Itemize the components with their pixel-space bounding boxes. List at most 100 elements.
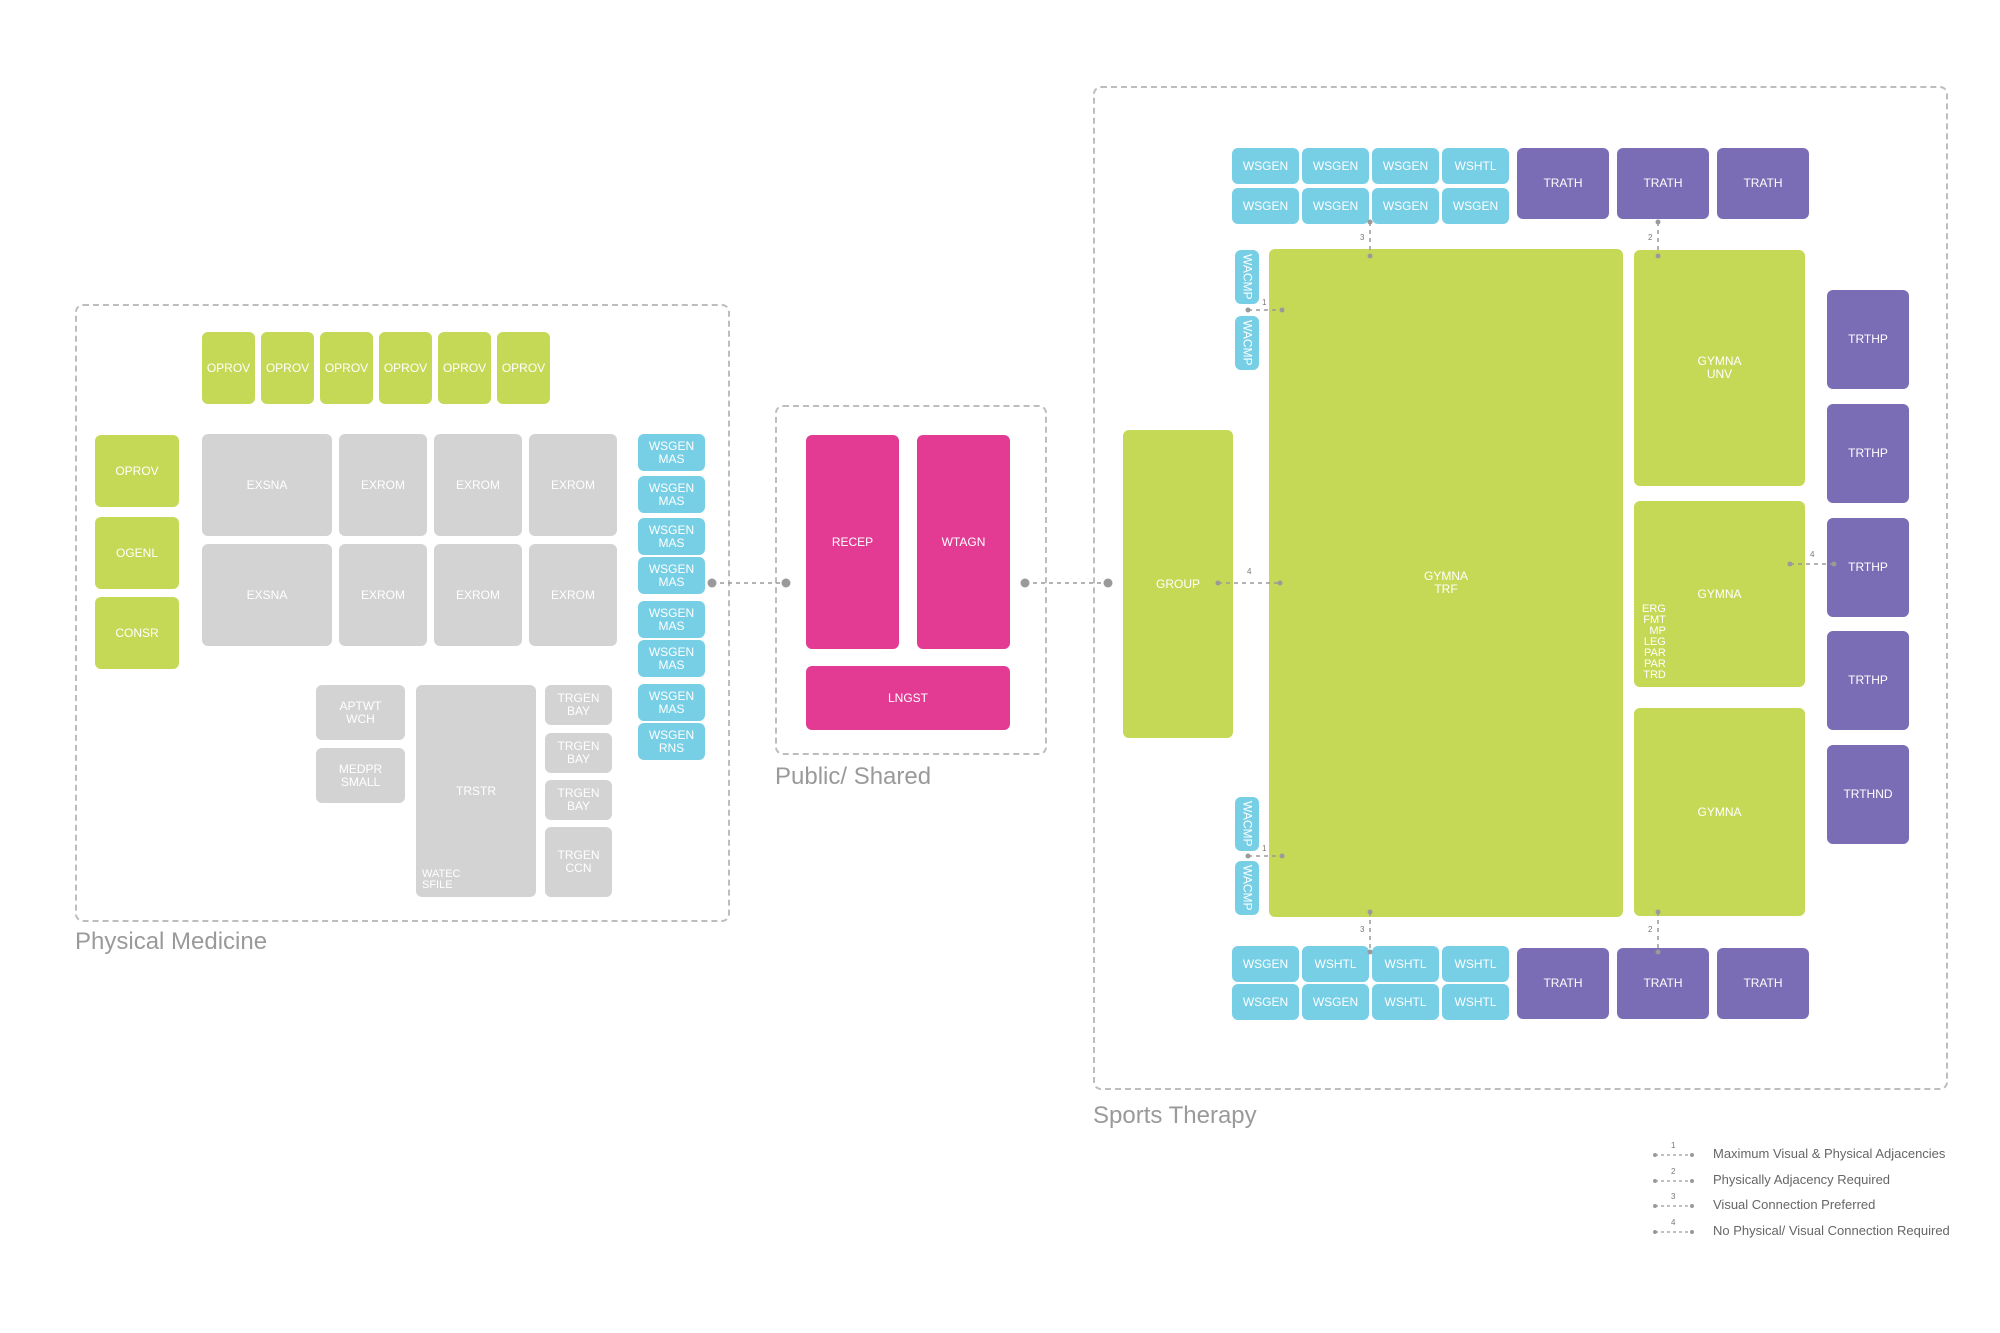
legend-number: 1 [1671,1141,1676,1150]
room-trthp[interactable]: TRTHP [1827,518,1909,617]
zone-label-sports-therapy: Sports Therapy [1093,1102,1257,1129]
room-oprov[interactable]: OPROV [320,332,373,404]
room-wsgen[interactable]: WSGEN [1232,984,1299,1020]
room-wshtl[interactable]: WSHTL [1442,148,1509,184]
room-gymna-trf[interactable]: GYMNA TRF [1269,249,1623,917]
room-wsgen[interactable]: WSGEN [1232,148,1299,184]
link-node [1655,949,1661,955]
legend-number: 2 [1671,1167,1676,1176]
room-wacmp[interactable]: WACMP [1235,316,1259,370]
room-wshtl[interactable]: WSHTL [1372,984,1439,1020]
room-wsgen[interactable]: WSGEN [1302,148,1369,184]
room-exrom[interactable]: EXROM [339,544,427,646]
room-oprov[interactable]: OPROV [379,332,432,404]
room-wsgen-mas[interactable]: WSGEN MAS [638,601,705,638]
room-medpr[interactable]: MEDPR SMALL [316,748,405,803]
link-node [1655,253,1661,259]
room-wsgen-mas[interactable]: WSGEN MAS [638,434,705,471]
room-ogenl[interactable]: OGENL [95,517,179,589]
room-trath[interactable]: TRATH [1617,948,1709,1019]
link-node [1367,219,1373,225]
legend-number: 3 [1671,1192,1676,1201]
room-trath[interactable]: TRATH [1517,148,1609,219]
room-exsna[interactable]: EXSNA [202,434,332,536]
link-node [1245,307,1251,313]
room-exrom[interactable]: EXROM [529,434,617,536]
room-wshtl[interactable]: WSHTL [1442,984,1509,1020]
room-wacmp[interactable]: WACMP [1235,250,1259,304]
link-number: 1 [1262,298,1267,307]
room-trgen-ccn[interactable]: TRGEN CCN [545,827,612,897]
room-exrom[interactable]: EXROM [529,544,617,646]
link-node [1277,580,1283,586]
legend-number: 4 [1671,1218,1676,1227]
room-wacmp[interactable]: WACMP [1235,797,1259,851]
room-wsgen-mas[interactable]: WSGEN MAS [638,518,705,555]
room-wsgen[interactable]: WSGEN [1232,188,1299,224]
room-wshtl[interactable]: WSHTL [1442,946,1509,982]
link-node [1367,909,1373,915]
link-node [1020,578,1030,588]
room-wsgen-mas[interactable]: WSGEN MAS [638,640,705,677]
room-aptwt[interactable]: APTWT WCH [316,685,405,740]
room-trstr-label: TRSTR [456,783,496,798]
room-trthp[interactable]: TRTHP [1827,631,1909,730]
legend-item-4: No Physical/ Visual Connection Required [1713,1223,1950,1238]
room-wshtl[interactable]: WSHTL [1302,946,1369,982]
room-wsgen-rns[interactable]: WSGEN RNS [638,723,705,760]
room-trthnd[interactable]: TRTHND [1827,745,1909,844]
room-recep[interactable]: RECEP [806,435,899,649]
room-oprov[interactable]: OPROV [202,332,255,404]
legend-symbols [1655,1154,1692,1233]
room-trstr[interactable]: TRSTR WATEC SFILE [416,685,536,897]
room-wsgen[interactable]: WSGEN [1442,188,1509,224]
room-exrom[interactable]: EXROM [339,434,427,536]
room-consr[interactable]: CONSR [95,597,179,669]
room-wtagn[interactable]: WTAGN [917,435,1010,649]
room-gymna-equipment[interactable]: GYMNA ERG FMT MP LEG PAR PAR TRD [1634,501,1805,687]
room-trath[interactable]: TRATH [1717,148,1809,219]
room-trath[interactable]: TRATH [1717,948,1809,1019]
room-oprov[interactable]: OPROV [497,332,550,404]
room-trthp[interactable]: TRTHP [1827,290,1909,389]
zone-sports-therapy [1093,86,1948,1090]
room-wsgen-mas[interactable]: WSGEN MAS [638,557,705,594]
room-trgen-bay[interactable]: TRGEN BAY [545,780,612,820]
room-wshtl[interactable]: WSHTL [1372,946,1439,982]
link-node [1367,253,1373,259]
legend-item-2: Physically Adjacency Required [1713,1172,1891,1187]
room-wsgen[interactable]: WSGEN [1372,148,1439,184]
link-node [781,578,791,588]
link-number: 4 [1247,567,1252,576]
room-wsgen[interactable]: WSGEN [1372,188,1439,224]
room-wsgen[interactable]: WSGEN [1302,984,1369,1020]
room-oprov[interactable]: OPROV [261,332,314,404]
room-wsgen-mas[interactable]: WSGEN MAS [638,684,705,721]
room-gymna-unv[interactable]: GYMNA UNV [1634,250,1805,486]
link-node [1279,307,1285,313]
zone-public-shared [775,405,1047,755]
room-trath[interactable]: TRATH [1617,148,1709,219]
room-group[interactable]: GROUP [1123,430,1233,738]
room-wsgen[interactable]: WSGEN [1302,188,1369,224]
room-trath[interactable]: TRATH [1517,948,1609,1019]
room-wsgen[interactable]: WSGEN [1232,946,1299,982]
room-lngst[interactable]: LNGST [806,666,1010,730]
legend-item-1: Maximum Visual & Physical Adjacencies [1713,1146,1946,1161]
room-exrom[interactable]: EXROM [434,434,522,536]
link-number: 2 [1648,233,1653,242]
link-node [1103,578,1113,588]
room-exsna[interactable]: EXSNA [202,544,332,646]
room-trgen-bay[interactable]: TRGEN BAY [545,733,612,773]
room-trthp[interactable]: TRTHP [1827,404,1909,503]
room-wsgen-mas[interactable]: WSGEN MAS [638,476,705,513]
link-number: 3 [1360,233,1365,242]
room-exrom[interactable]: EXROM [434,544,522,646]
room-wacmp[interactable]: WACMP [1235,861,1259,915]
room-oprov[interactable]: OPROV [438,332,491,404]
room-gymna[interactable]: GYMNA [1634,708,1805,916]
room-trgen-bay[interactable]: TRGEN BAY [545,685,612,725]
room-oprov-side[interactable]: OPROV [95,435,179,507]
link-node [1245,853,1251,859]
